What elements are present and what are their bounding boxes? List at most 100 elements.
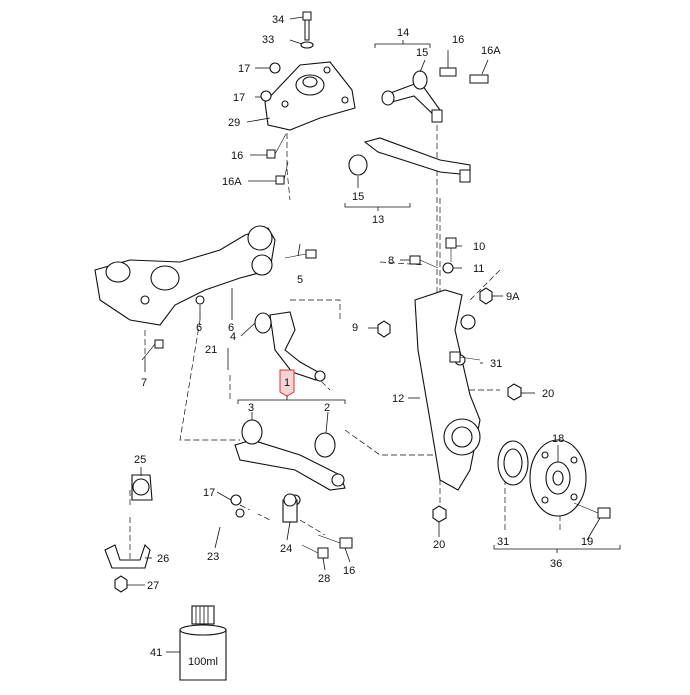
nut-27: [114, 575, 128, 593]
svg-text:10: 10: [473, 241, 485, 253]
callout-31-lower[interactable]: 31: [497, 536, 509, 548]
svg-text:14: 14: [397, 27, 409, 39]
callout-8[interactable]: 8: [388, 255, 394, 267]
bolts-16-upper: [266, 133, 289, 185]
clamp-26: [104, 543, 151, 569]
callout-leaders: [127, 16, 601, 653]
subframe: [94, 225, 276, 326]
svg-text:16A: 16A: [222, 176, 242, 188]
upper-mount-bracket: [264, 61, 356, 131]
callout-10[interactable]: 10: [473, 241, 485, 253]
svg-text:31: 31: [490, 358, 502, 370]
callout-3[interactable]: 3: [248, 402, 254, 414]
svg-text:18: 18: [552, 433, 564, 445]
svg-text:19: 19: [581, 536, 593, 548]
svg-text:3: 3: [248, 402, 254, 414]
bolts-28-16: [301, 534, 353, 559]
callout-17-upper-b[interactable]: 17: [233, 92, 245, 104]
lower-arm-21: [254, 311, 326, 382]
callout-21[interactable]: 21: [205, 344, 217, 356]
nuts-17-upper: [260, 62, 281, 102]
callout-36[interactable]: 36: [550, 558, 562, 570]
callout-41[interactable]: 41: [150, 647, 162, 659]
callout-2[interactable]: 2: [324, 402, 330, 414]
bolt-31-upper: [449, 351, 481, 363]
svg-text:24: 24: [280, 543, 292, 555]
callout-5[interactable]: 5: [297, 274, 303, 286]
callout-6-left[interactable]: 6: [196, 322, 202, 334]
callout-17-lower[interactable]: 17: [203, 487, 215, 499]
svg-text:15: 15: [416, 47, 428, 59]
svg-text:13: 13: [372, 214, 384, 226]
callout-15-upper[interactable]: 15: [416, 47, 428, 59]
wheel-hub: [529, 439, 587, 517]
callout-9A[interactable]: 9A: [506, 291, 520, 303]
callout-13[interactable]: 13: [372, 214, 384, 226]
svg-text:28: 28: [318, 573, 330, 585]
callout-14[interactable]: 14: [397, 27, 409, 39]
callout-20-lower[interactable]: 20: [433, 539, 445, 551]
callout-16-lower[interactable]: 16: [343, 565, 355, 577]
upper-link-14: [381, 67, 489, 123]
callout-16-link[interactable]: 16: [452, 34, 464, 46]
svg-text:31: 31: [497, 536, 509, 548]
bolts-8-10-11: [377, 237, 493, 338]
svg-text:5: 5: [297, 274, 303, 286]
callout-25[interactable]: 25: [134, 454, 146, 466]
callout-19[interactable]: 19: [581, 536, 593, 548]
callout-23[interactable]: 23: [207, 551, 219, 563]
bolt-19: [573, 502, 611, 519]
callout-15-lower[interactable]: 15: [352, 191, 364, 203]
callout-16-upper[interactable]: 16: [231, 150, 243, 162]
callout-11[interactable]: 11: [473, 263, 484, 275]
callout-29[interactable]: 29: [228, 117, 240, 129]
nut-20-upper: [507, 383, 522, 401]
lower-links: [234, 419, 346, 506]
svg-text:9A: 9A: [506, 291, 520, 303]
callout-27[interactable]: 27: [147, 580, 159, 592]
callout-31-upper[interactable]: 31: [490, 358, 502, 370]
svg-text:7: 7: [141, 377, 147, 389]
stabilizer-bar: [98, 491, 260, 531]
svg-text:27: 27: [147, 580, 159, 592]
dashed-guide-lines: [129, 125, 561, 560]
svg-text:26: 26: [157, 553, 169, 565]
group-brackets: [237, 40, 621, 553]
svg-text:21: 21: [205, 344, 217, 356]
callout-9[interactable]: 9: [352, 322, 358, 334]
callout-7[interactable]: 7: [141, 377, 147, 389]
svg-text:33: 33: [262, 34, 274, 46]
bolt-34: [300, 11, 314, 49]
callout-18[interactable]: 18: [552, 433, 564, 445]
bolt-5: [284, 249, 317, 259]
upper-link-13: [348, 137, 471, 183]
callout-6-right[interactable]: 6: [228, 322, 234, 334]
svg-text:6: 6: [228, 322, 234, 334]
wheel-bearing: [497, 440, 529, 486]
callout-26[interactable]: 26: [157, 553, 169, 565]
callout-34[interactable]: 34: [272, 14, 284, 26]
callout-16A-upper[interactable]: 16A: [222, 176, 242, 188]
svg-text:6: 6: [196, 322, 202, 334]
svg-text:36: 36: [550, 558, 562, 570]
callout-33[interactable]: 33: [262, 34, 274, 46]
svg-text:12: 12: [392, 393, 404, 405]
svg-text:4: 4: [230, 331, 236, 343]
svg-text:16: 16: [231, 150, 243, 162]
callout-16A-link[interactable]: 16A: [481, 45, 501, 57]
stabilizer-bush-25: [131, 474, 153, 501]
fluid-bottle: [179, 605, 227, 681]
callout-4[interactable]: 4: [230, 331, 236, 343]
svg-text:20: 20: [542, 388, 554, 400]
callout-24[interactable]: 24: [280, 543, 292, 555]
callout-1[interactable]: 1: [284, 377, 290, 389]
bottle-label: 100ml: [188, 656, 218, 668]
callout-12[interactable]: 12: [392, 393, 404, 405]
coupling-rod-24: [230, 493, 298, 523]
callout-20-upper[interactable]: 20: [542, 388, 554, 400]
svg-text:15: 15: [352, 191, 364, 203]
bracket-1-highlight: [279, 369, 295, 397]
callout-17-upper-a[interactable]: 17: [238, 63, 250, 75]
callout-28[interactable]: 28: [318, 573, 330, 585]
svg-text:16A: 16A: [481, 45, 501, 57]
